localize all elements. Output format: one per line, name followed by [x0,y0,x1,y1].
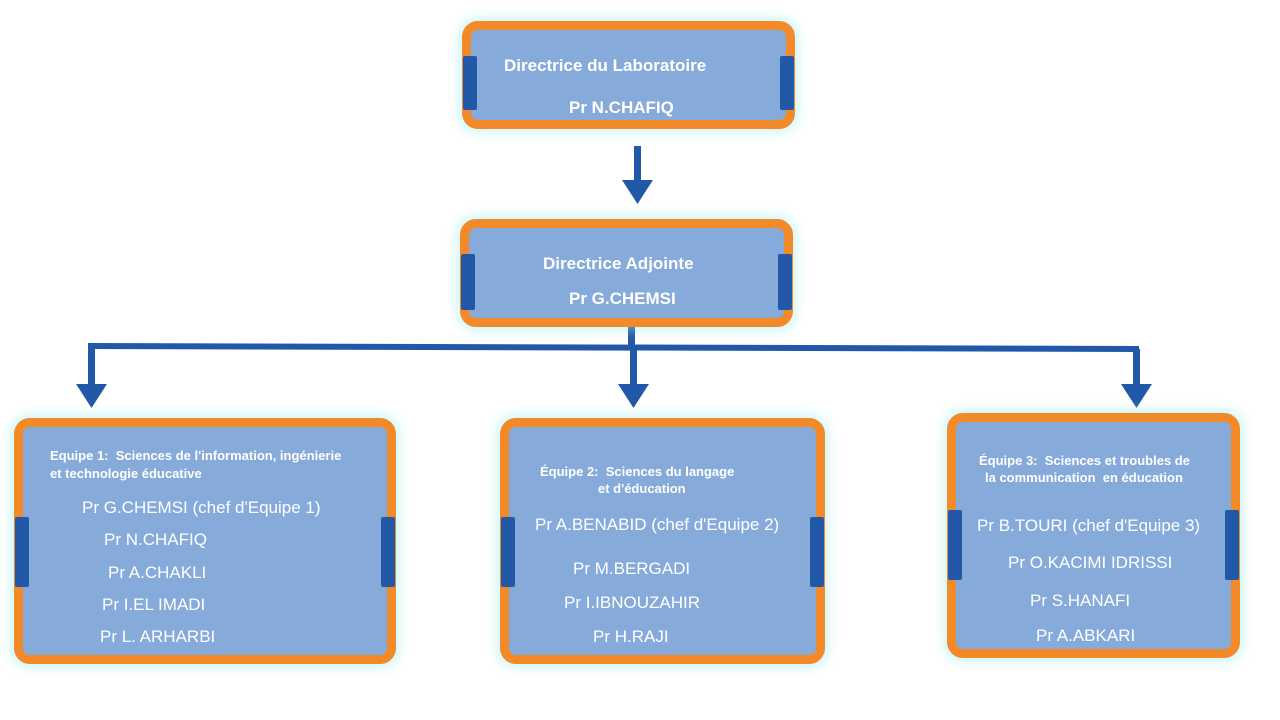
left-tab [948,510,962,580]
deputy-name: Pr G.CHEMSI [569,289,676,308]
team3-box: Équipe 3: Sciences et troubles de la com… [947,413,1240,658]
right-tab [780,56,794,110]
team1-title-line2: et technologie éducative [50,466,202,481]
team1-title-line1: Equipe 1: Sciences de l'information, ing… [50,448,342,463]
connector-deputy-stem [628,326,635,346]
right-tab [778,254,792,310]
deputy-box: Directrice Adjointe Pr G.CHEMSI [460,219,793,327]
team3-member-3: Pr S.HANAFI [1030,591,1131,610]
team3-member-1: Pr B.TOURI (chef d'Equipe 3) [977,516,1201,535]
team1-member-2: Pr N.CHAFIQ [104,530,207,549]
team2-member-2: Pr M.BERGADI [573,559,691,578]
director-name: Pr N.CHAFIQ [569,98,674,117]
arrow-team3-shaft [1133,349,1140,384]
team1-member-5: Pr L. ARHARBI [100,627,216,646]
team1-member-3: Pr A.CHAKLI [108,563,207,582]
team1-member-4: Pr I.EL IMADI [102,595,206,614]
team2-member-1: Pr A.BENABID (chef d'Equipe 2) [535,515,780,534]
team2-box: Équipe 2: Sciences du langage et d'éduca… [500,418,825,664]
team3-title-line2: la communication en éducation [985,470,1183,485]
director-box: Directrice du Laboratoire Pr N.CHAFIQ [462,21,795,129]
left-tab [501,517,515,587]
right-tab [1225,510,1239,580]
director-title: Directrice du Laboratoire [504,56,707,75]
arrow-team1-shaft [88,346,95,384]
team2-title-line2: et d'éducation [598,481,686,496]
arrow-director-to-deputy-head [622,180,653,204]
right-tab [810,517,824,587]
right-tab [381,517,395,587]
left-tab [461,254,475,310]
team1-box: Equipe 1: Sciences de l'information, ing… [14,418,396,664]
team3-title-line1: Équipe 3: Sciences et troubles de [979,453,1190,468]
team2-member-4: Pr H.RAJI [593,627,669,646]
arrow-team1-head [76,384,107,408]
deputy-title: Directrice Adjointe [543,254,694,273]
arrow-team2-shaft [630,346,637,384]
left-tab [15,517,29,587]
team2-title-line1: Équipe 2: Sciences du langage [540,464,735,479]
arrow-director-to-deputy-shaft [634,146,641,180]
team2-member-3: Pr I.IBNOUZAHIR [564,593,701,612]
team1-member-1: Pr G.CHEMSI (chef d'Equipe 1) [82,498,321,517]
connector-branch-bar [88,343,1139,352]
arrow-team3-head [1121,384,1152,408]
team3-member-2: Pr O.KACIMI IDRISSI [1008,553,1173,572]
team3-member-4: Pr A.ABKARI [1036,626,1136,645]
arrow-team2-head [618,384,649,408]
left-tab [463,56,477,110]
